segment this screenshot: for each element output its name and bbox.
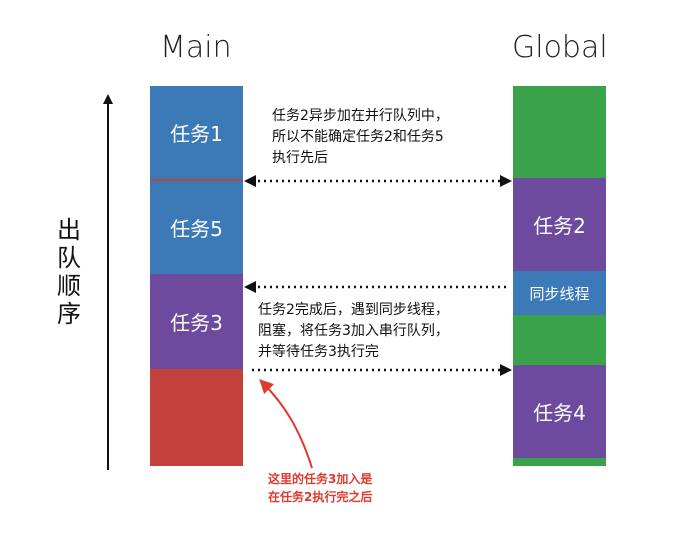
note-top-line: 任务2异步加在并行队列中， — [272, 108, 449, 124]
note-middle-line: 阻塞，将任务3加入串行队列， — [258, 323, 449, 339]
double-arrow-left-head — [244, 175, 256, 187]
note-middle: 任务2完成后，遇到同步线程， 阻塞，将任务3加入串行队列， 并等待任务3执行完 — [258, 300, 449, 363]
note-red-line: 这里的任务3加入是 — [268, 472, 373, 486]
note-middle-line: 并等待任务3执行完 — [258, 344, 379, 360]
global-block-sync-thread: 同步线程 — [513, 271, 606, 315]
global-block-task4-label: 任务4 — [533, 401, 586, 425]
global-block-green-top — [513, 86, 606, 178]
note-red: 这里的任务3加入是 在任务2执行完之后 — [268, 470, 372, 506]
arrow-main-to-global-head — [500, 364, 512, 376]
main-block-empty — [150, 369, 243, 466]
axis-label-char: 序 — [57, 300, 81, 328]
axis-label: 出 队 顺 序 — [54, 216, 84, 328]
axis-label-char: 顺 — [57, 272, 81, 300]
note-top-line: 所以不能确定任务2和任务5 — [272, 129, 444, 145]
note-red-line: 在任务2执行完之后 — [268, 490, 373, 504]
global-block-green-mid — [513, 315, 606, 365]
note-top: 任务2异步加在并行队列中， 所以不能确定任务2和任务5 执行先后 — [272, 106, 449, 169]
global-block-task2-label: 任务2 — [533, 214, 586, 238]
main-block-task1: 任务1 — [150, 86, 243, 179]
global-block-sync-thread-label: 同步线程 — [529, 284, 590, 303]
main-column-title: Main — [160, 30, 232, 65]
double-arrow-right-head — [500, 175, 512, 187]
red-pointer-arrow — [259, 379, 313, 469]
arrow-global-to-main-head — [244, 281, 256, 293]
axis-label-char: 出 — [57, 216, 81, 244]
global-block-task2: 任务2 — [513, 178, 606, 271]
main-block-divider — [150, 179, 243, 181]
main-block-task3-label: 任务3 — [170, 311, 223, 335]
global-column-title: Global — [512, 30, 608, 65]
main-block-task5: 任务5 — [150, 181, 243, 274]
main-block-task3: 任务3 — [150, 274, 243, 369]
global-block-task4: 任务4 — [513, 365, 606, 458]
main-block-task5-label: 任务5 — [170, 217, 223, 241]
global-block-green-bottom — [513, 458, 606, 466]
main-block-task1-label: 任务1 — [170, 122, 223, 146]
note-middle-line: 任务2完成后，遇到同步线程， — [258, 302, 449, 318]
note-top-line: 执行先后 — [272, 150, 328, 166]
axis-label-char: 队 — [57, 244, 81, 272]
